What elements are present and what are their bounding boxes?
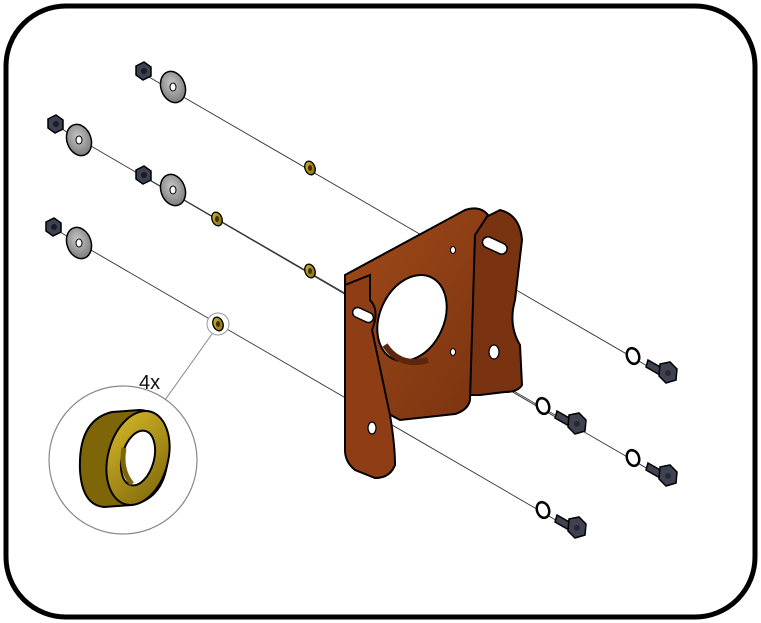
axis-line-4 [52,227,579,534]
bracket-left-flange [344,273,397,480]
lock-washer-2 [535,396,551,416]
spacer-3 [304,263,316,279]
spacer-set [206,160,316,336]
motor-bracket [344,207,524,480]
bracket-center-hole [376,274,448,362]
bracket-mount-hole-bottom [450,348,456,356]
flat-washer-4 [65,226,93,260]
lock-washer-3 [625,448,641,468]
hex-nut-2 [47,114,64,134]
hex-bolt-4 [554,513,587,539]
flat-washer-1 [159,70,187,104]
bracket-left-slot [351,306,375,324]
hex-nut-4 [45,217,62,237]
spacer-1 [304,160,316,176]
spacer-4 [206,312,230,336]
flat-washer-3 [159,173,187,207]
callout-leader-line [164,333,213,401]
bracket-right-slot [481,236,508,255]
lock-washer-1 [625,346,641,366]
bracket-mount-hole-top [450,246,456,254]
quantity-label: 4x [139,372,160,394]
lock-washer-4 [535,500,551,520]
hex-bolt-1 [645,358,678,384]
spacer-detail-callout: 4x [48,333,213,535]
spacer-2 [211,211,223,227]
spacer-enlarged [78,408,171,509]
nut-and-washer-set [45,61,187,260]
bracket-hole-bore [382,343,429,366]
hex-bolt-3 [645,461,678,487]
flat-washer-2 [65,123,93,157]
bracket-left-hole [367,421,377,435]
hex-nut-1 [135,61,152,81]
axis-line-1 [141,72,669,379]
hex-nut-3 [135,165,152,185]
bracket-right-hole [488,344,500,360]
hex-bolt-2 [554,409,587,435]
bolt-and-lock-washer-set [535,346,678,539]
